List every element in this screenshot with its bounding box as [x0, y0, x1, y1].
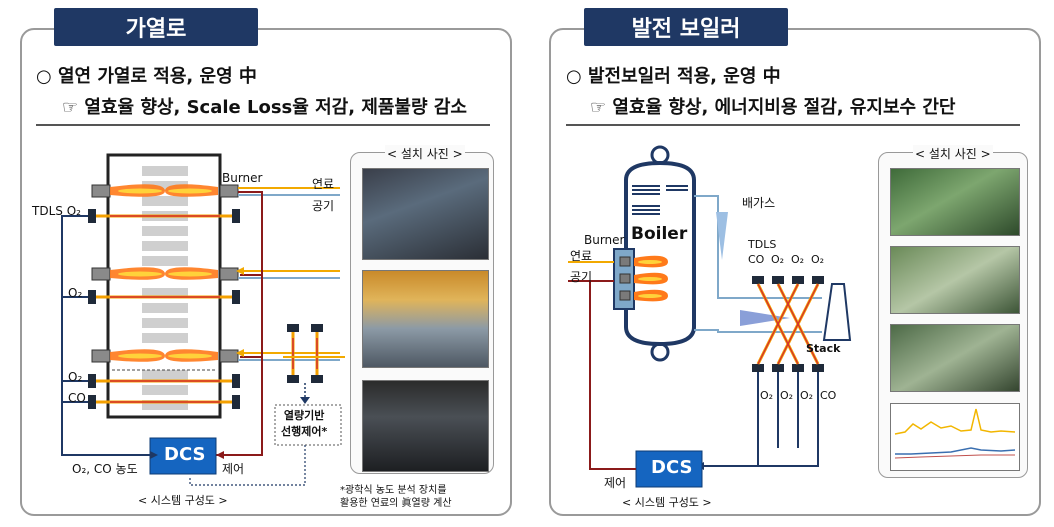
right-photo-3: [890, 324, 1020, 392]
left-burner-label: Burner: [222, 171, 263, 185]
left-o2-label-b: O₂: [68, 370, 83, 384]
left-tab-title: 가열로: [54, 8, 258, 46]
right-o2-bot-3: O₂: [800, 389, 814, 402]
left-photo-2: [362, 270, 489, 368]
left-control-label: 제어: [222, 462, 245, 476]
left-photo-3: [362, 380, 489, 472]
right-boiler-label: Boiler: [631, 224, 688, 244]
left-fuel-label: 연료: [312, 177, 335, 191]
left-divider: [36, 124, 490, 126]
right-stack-label: Stack: [806, 342, 841, 355]
right-air-label: 공기: [570, 270, 593, 284]
left-photo-1: [362, 168, 489, 260]
right-o2-bot-2: O₂: [780, 389, 794, 402]
right-o2-top-3: O₂: [811, 253, 825, 266]
left-footnote: *광학식 농도 분석 장치를 활용한 연료의 眞열량 계산: [340, 485, 452, 509]
right-o2-top-1: O₂: [771, 253, 785, 266]
right-tab-title: 발전 보일러: [584, 8, 788, 46]
left-headline: ○ 열연 가열로 적용, 운영 中: [36, 66, 257, 87]
left-system-caption: < 시스템 구성도 >: [138, 494, 228, 507]
right-control-label: 제어: [604, 476, 627, 490]
right-divider: [566, 124, 1020, 126]
left-heat-control-box: 열량기반 선행제어*: [281, 409, 328, 438]
right-subline: ☞ 열효율 향상, 에너지비용 절감, 유지보수 간단: [590, 97, 956, 118]
left-tdls-label: TDLS O₂: [32, 204, 81, 218]
right-photo-title: < 설치 사진 >: [913, 145, 993, 162]
right-photo-1: [890, 168, 1020, 236]
left-subline: ☞ 열효율 향상, Scale Loss율 저감, 제품불량 감소: [62, 97, 467, 118]
right-headline: ○ 발전보일러 적용, 운영 中: [566, 66, 781, 87]
right-co-top-label: CO: [748, 253, 765, 266]
left-o2-co-conc-label: O₂, CO 농도: [72, 462, 138, 476]
left-o2-label-a: O₂: [68, 286, 83, 300]
left-air-label: 공기: [312, 199, 335, 213]
right-photo-2: [890, 246, 1020, 314]
right-photo-4-trend: [890, 403, 1020, 471]
right-system-caption: < 시스템 구성도 >: [622, 496, 712, 509]
trend-graph-icon: [894, 408, 1016, 459]
right-o2-bot-1: O₂: [760, 389, 774, 402]
left-dcs-label: DCS: [164, 444, 206, 465]
left-co-label: CO: [68, 391, 86, 405]
left-photo-title: < 설치 사진 >: [385, 145, 465, 162]
right-o2-top-2: O₂: [791, 253, 805, 266]
right-exhaust-label: 배가스: [742, 196, 776, 210]
right-burner-label: Burner: [584, 233, 625, 247]
right-fuel-label: 연료: [570, 249, 593, 263]
right-dcs-label: DCS: [651, 457, 693, 478]
right-tdls-label: TDLS: [748, 238, 777, 251]
right-co-bot-label: CO: [820, 389, 837, 402]
